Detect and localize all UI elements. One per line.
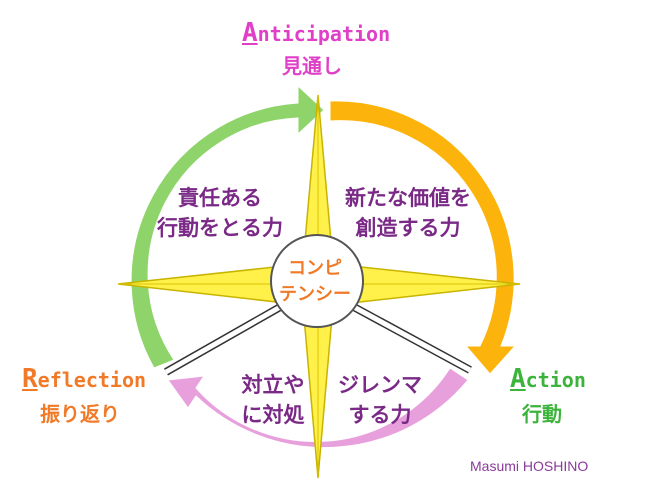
quadrant-responsibility-line1: 責任ある xyxy=(178,186,262,210)
label-anticipation-ja: 見通し xyxy=(282,54,342,78)
center-circle xyxy=(270,234,364,328)
label-anticipation: Anticipation xyxy=(242,18,391,48)
arc-reflection-to-anticipation xyxy=(130,84,325,369)
center-label-line2: テンシー xyxy=(279,284,351,305)
label-reflection-ja: 振り返り xyxy=(40,402,120,426)
arc-anticipation-to-action xyxy=(329,100,517,375)
quadrant-tension-left-line2: に対処 xyxy=(241,403,305,427)
quadrant-new-value-line1: 新たな価値を xyxy=(345,186,471,210)
center-label-line1: コンピ xyxy=(288,258,342,279)
quadrant-new-value-line2: 創造する力 xyxy=(355,216,461,240)
label-action: Action xyxy=(510,364,586,394)
quadrant-tension-left: 対立や に対処 xyxy=(228,370,318,430)
quadrant-tension-right-line2: する力 xyxy=(348,403,412,427)
quadrant-tension-right: ジレンマ する力 xyxy=(330,370,430,430)
quadrant-responsibility: 責任ある 行動をとる力 xyxy=(150,183,290,243)
spoke-to-action-inner xyxy=(350,303,472,373)
spoke-to-reflection-inner xyxy=(164,303,284,375)
author-credit: Masumi HOSHINO xyxy=(470,458,589,474)
quadrant-tension-right-line1: ジレンマ xyxy=(338,373,422,397)
label-reflection: Reflection xyxy=(22,364,147,394)
center-label: コンピ テンシー xyxy=(270,256,360,308)
quadrant-responsibility-line2: 行動をとる力 xyxy=(157,216,283,240)
quadrant-tension-left-line1: 対立や xyxy=(241,373,305,397)
quadrant-new-value: 新たな価値を 創造する力 xyxy=(328,183,488,243)
arc-action-to-reflection xyxy=(167,367,469,449)
label-action-ja: 行動 xyxy=(522,402,562,426)
